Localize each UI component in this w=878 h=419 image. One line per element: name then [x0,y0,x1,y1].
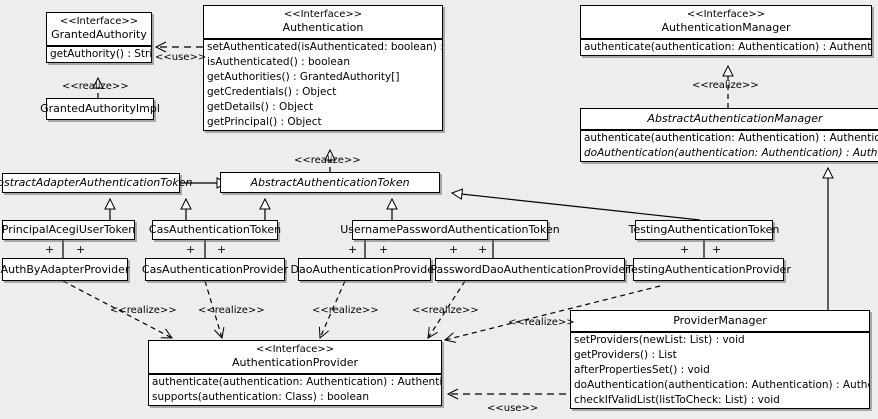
compartment-divider [149,373,441,375]
edge-label-use-provider-manager: <<use>> [487,403,539,414]
compartment-divider [581,129,878,131]
stereotype-label: <<Interface>> [59,16,139,27]
class-name: Authentication [282,21,364,34]
operation: checkIfValidList(listToCheck: List) : vo… [574,393,780,406]
association-marker-plus: + [348,243,358,256]
association-marker-plus: + [379,243,389,256]
compartment-divider [571,331,869,333]
class-testing-authentication-provider[interactable]: TestingAuthenticationProvider [626,258,791,281]
class-authentication[interactable]: <<Interface>> Authentication setAuthenti… [203,5,443,131]
class-header: <<Interface>> GrantedAuthority [47,13,151,45]
class-name: PasswordDaoAuthenticationProvider [430,262,630,276]
class-name: UsernamePasswordAuthenticationToken [340,223,560,236]
operation: doAuthentication(authentication: Authent… [584,146,878,159]
operation: setProviders(newList: List) : void [574,333,745,346]
class-abstract-authentication-token[interactable]: AbstractAuthenticationToken [220,172,440,193]
class-authentication-manager[interactable]: <<Interface>> AuthenticationManager auth… [580,5,872,56]
operation: getProviders() : List [574,348,677,361]
class-header: <<Interface>> AuthenticationManager [581,6,871,38]
operations-compartment: authenticate(authentication: Authenticat… [581,40,871,55]
compartment-divider [204,38,442,40]
class-name: AbstractAuthenticationToken [250,175,410,189]
operations-compartment: setProviders(newList: List) : void getPr… [571,333,869,408]
class-authentication-provider[interactable]: <<Interface>> AuthenticationProvider aut… [148,340,442,406]
class-header: ProviderManager [571,311,869,331]
operations-compartment: authenticate(authentication: Authenticat… [149,375,441,405]
class-name: AbstractAdapterAuthenticationToken [0,176,193,189]
operations-compartment: authenticate(authentication: Authenticat… [581,131,878,161]
operation: getAuthority() : String [50,47,151,60]
association-marker-plus: + [680,243,690,256]
operation: getPrincipal() : Object [207,115,322,128]
operation: supports(authentication: Class) : boolea… [152,390,369,403]
edge-label-realize-password-dao-provider: <<realize>> [412,305,479,316]
edge-label-realize-authentication-manager: <<realize>> [692,80,759,91]
class-name: CasAuthenticationProvider [141,262,289,276]
class-abstract-adapter-authentication-token[interactable]: AbstractAdapterAuthenticationToken [0,173,192,193]
edge-label-realize-auth-by-adapter: <<realize>> [110,305,177,316]
operation: authenticate(authentication: Authenticat… [152,375,441,388]
class-name: GrantedAuthorityImpl [40,102,160,115]
compartment-divider [581,38,871,40]
class-name: AuthenticationProvider [231,356,359,369]
edge-label-use-granted-authority: <<use>> [155,52,207,63]
class-name: PrincipalAcegiUserToken [1,223,136,236]
edge-label-realize-dao-provider: <<realize>> [312,305,379,316]
class-principal-acegi-user-token[interactable]: PrincipalAcegiUserToken [2,220,135,240]
class-header: AbstractAuthenticationManager [581,109,878,129]
class-name: ProviderManager [673,314,767,327]
operation: getDetails() : Object [207,100,314,113]
operation: afterPropertiesSet() : void [574,363,710,376]
class-name: AuthByAdapterProvider [0,262,130,276]
class-password-dao-authentication-provider[interactable]: PasswordDaoAuthenticationProvider [430,258,630,281]
operation: setAuthenticated(isAuthenticated: boolea… [207,40,442,53]
compartment-divider [47,45,151,47]
operations-compartment: setAuthenticated(isAuthenticated: boolea… [204,40,442,130]
class-name: CasAuthenticationToken [148,223,282,236]
operations-compartment: getAuthority() : String [47,47,151,62]
association-marker-plus: + [76,243,86,256]
class-granted-authority[interactable]: <<Interface>> GrantedAuthority getAuthor… [46,12,152,63]
class-name: GrantedAuthority [51,28,147,41]
class-name: DaoAuthenticationProvider [290,262,439,276]
class-granted-authority-impl[interactable]: GrantedAuthorityImpl [40,98,160,120]
edge-label-realize-authentication: <<realize>> [294,155,361,166]
association-marker-plus: + [186,243,196,256]
operation: authenticate(authentication: Authenticat… [584,131,878,144]
stereotype-label: <<Interface>> [255,344,335,355]
operation: isAuthenticated() : boolean [207,55,350,68]
class-dao-authentication-provider[interactable]: DaoAuthenticationProvider [291,258,439,281]
edge-label-realize-cas-provider: <<realize>> [198,305,265,316]
class-name: AuthenticationManager [661,21,791,34]
association-marker-plus: + [217,243,227,256]
stereotype-label: <<Interface>> [283,9,363,20]
class-cas-authentication-provider[interactable]: CasAuthenticationProvider [142,258,288,281]
operation: getCredentials() : Object [207,85,337,98]
class-header: <<Interface>> AuthenticationProvider [149,341,441,373]
stereotype-label: <<Interface>> [686,9,766,20]
operation: doAuthentication(authentication: Authent… [574,378,869,391]
association-marker-plus: + [712,243,722,256]
class-auth-by-adapter-provider[interactable]: AuthByAdapterProvider [1,258,129,281]
class-provider-manager[interactable]: ProviderManager setProviders(newList: Li… [570,310,870,409]
class-name: TestingAuthenticationToken [628,223,780,236]
edge-label-realize-granted-authority-impl: <<realize>> [62,81,129,92]
operation: getAuthorities() : GrantedAuthority[] [207,70,400,83]
class-name: TestingAuthenticationProvider [626,262,791,276]
edge-label-realize-provider-manager: <<realize>> [508,317,575,328]
class-username-password-authentication-token[interactable]: UsernamePasswordAuthenticationToken [340,220,560,240]
class-header: <<Interface>> Authentication [204,6,442,38]
class-name: AbstractAuthenticationManager [647,112,823,125]
class-cas-authentication-token[interactable]: CasAuthenticationToken [149,220,281,240]
class-abstract-authentication-manager[interactable]: AbstractAuthenticationManager authentica… [580,108,878,162]
association-marker-plus: + [45,243,55,256]
association-marker-plus: + [449,243,459,256]
class-testing-authentication-token[interactable]: TestingAuthenticationToken [629,220,779,240]
association-marker-plus: + [478,243,488,256]
operation: authenticate(authentication: Authenticat… [584,40,871,53]
